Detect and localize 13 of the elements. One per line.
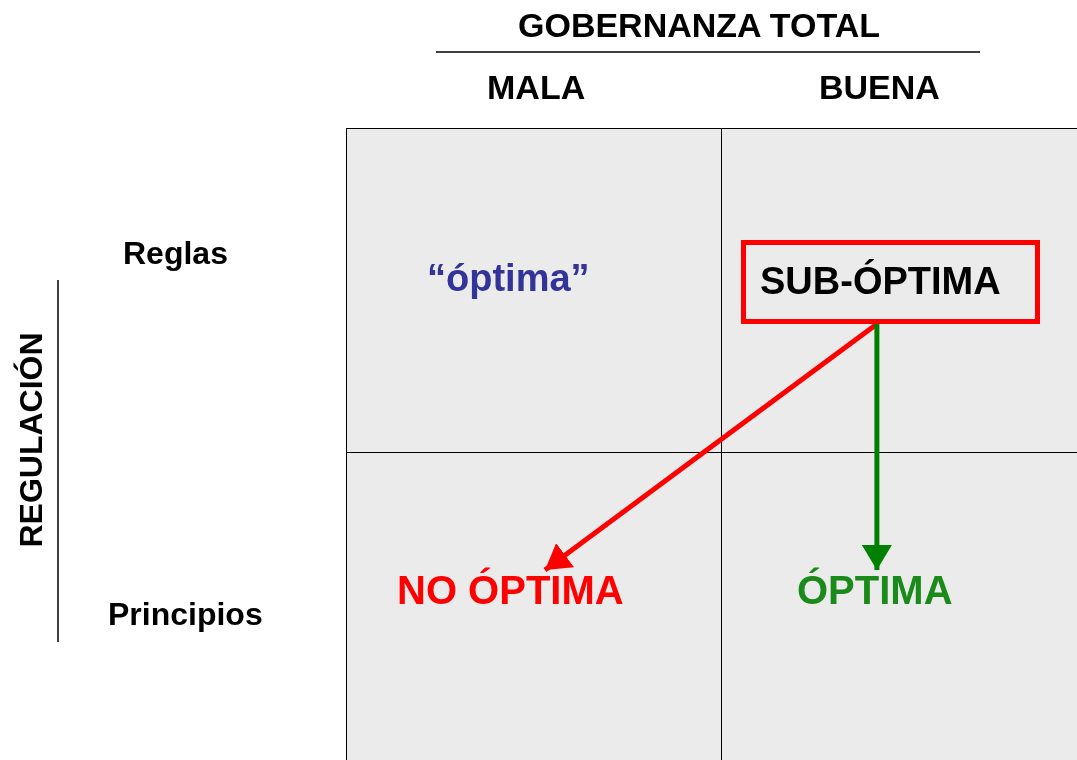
axis-title: GOBERNANZA TOTAL	[518, 8, 880, 42]
arrow	[861, 324, 892, 570]
matrix-cell	[346, 128, 722, 453]
quadrant-label: “óptima”	[427, 259, 590, 297]
row-header: Principios	[108, 598, 263, 630]
matrix-cell	[721, 452, 1077, 760]
matrix-cell	[721, 128, 1077, 453]
row-header: Reglas	[123, 237, 228, 269]
column-header: MALA	[487, 70, 586, 104]
highlighted-label: SUB-ÓPTIMA	[741, 240, 1040, 324]
axis-title: REGULACIÓN	[14, 332, 47, 548]
matrix-cell	[346, 452, 722, 760]
column-header: BUENA	[819, 70, 940, 104]
